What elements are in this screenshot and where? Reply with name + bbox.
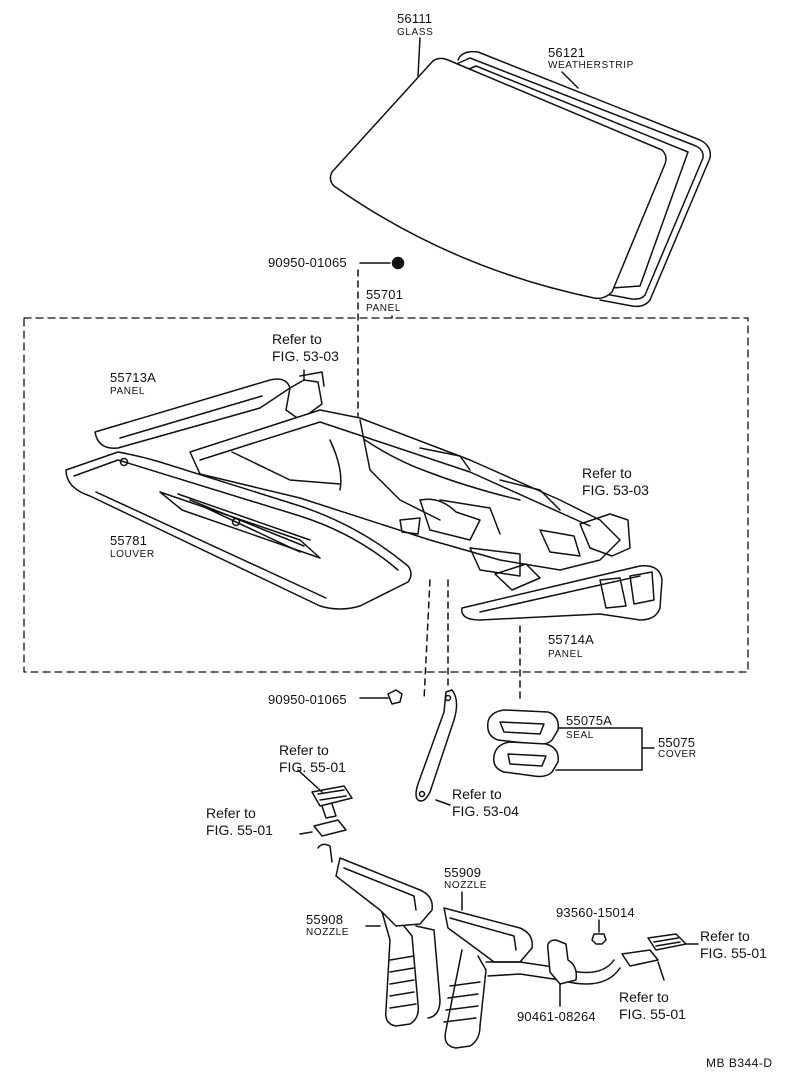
- part-name-panel-55713a: PANEL: [110, 386, 146, 397]
- clip-drawing-lower: [359, 689, 403, 705]
- cover-drawing: [492, 741, 643, 778]
- part-name-panel-55701: PANEL: [366, 303, 402, 314]
- assembly-boundary: [23, 317, 749, 673]
- part-number-clamp: 90461-08264: [517, 1009, 596, 1024]
- cowl-panel-drawing: [65, 371, 663, 621]
- part-number-seal: 55075A: [566, 713, 613, 728]
- part-number-glass: 56111: [397, 11, 433, 26]
- support-rod-drawing: [415, 689, 458, 806]
- part-name-louver: LOUVER: [110, 549, 155, 560]
- part-name-cover: COVER: [658, 749, 697, 760]
- label-leaders: [297, 37, 579, 927]
- clamp-drawing: [546, 939, 578, 1007]
- part-number-screw: 93560-15014: [556, 905, 635, 920]
- part-number-panel-55714a: 55714A: [548, 632, 595, 647]
- part-name-glass: GLASS: [397, 27, 434, 38]
- screw-drawing: [591, 919, 607, 945]
- part-number-panel-55713a: 55713A: [110, 370, 157, 385]
- nozzle-left-drawing: [317, 843, 441, 1027]
- figure-code: MB B344-D: [706, 1056, 773, 1070]
- part-name-nozzle-55909: NOZZLE: [444, 880, 488, 891]
- part-number-cover: 55075: [658, 735, 696, 750]
- part-name-seal: SEAL: [566, 730, 594, 741]
- part-name-panel-55714a: PANEL: [548, 649, 584, 660]
- weatherstrip-drawing: [451, 50, 712, 308]
- nozzle-right-drawing: [443, 907, 621, 1049]
- part-number-clip-top: 90950-01065: [268, 255, 347, 270]
- part-name-nozzle-55908: NOZZLE: [306, 927, 350, 938]
- part-number-louver: 55781: [110, 533, 148, 548]
- part-name-weatherstrip: WEATHERSTRIP: [548, 60, 634, 71]
- part-number-nozzle-55909: 55909: [444, 865, 482, 880]
- part-number-nozzle-55908: 55908: [306, 912, 344, 927]
- grille-pieces-left: [311, 785, 353, 837]
- glass-drawing: [329, 57, 667, 300]
- part-number-panel-55701: 55701: [366, 287, 404, 302]
- group-bracket: [625, 727, 655, 771]
- part-number-weatherstrip: 56121: [548, 45, 586, 60]
- part-number-clip-lower: 90950-01065: [268, 692, 347, 707]
- panel-leaders: [303, 315, 521, 701]
- seal-drawing: [486, 709, 627, 746]
- clip-drawing-top: [357, 256, 405, 481]
- grille-pieces-right: [621, 933, 699, 981]
